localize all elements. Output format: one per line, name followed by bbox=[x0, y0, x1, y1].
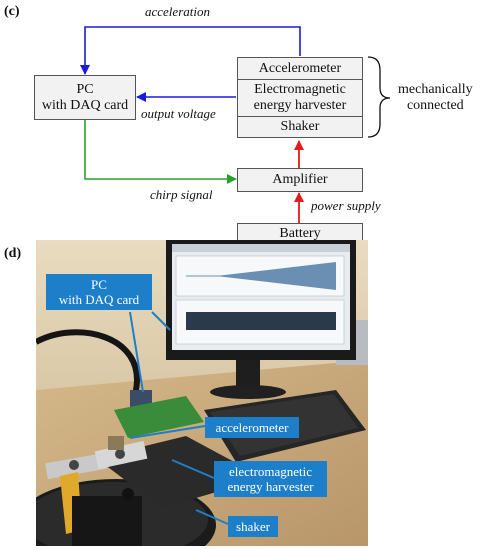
acceleration-label: acceleration bbox=[145, 4, 210, 19]
output-voltage-label: output voltage bbox=[141, 106, 216, 121]
harvester-box-line1: Electromagnetic bbox=[254, 82, 346, 97]
callout-pc-daq: PC with DAQ card bbox=[46, 274, 152, 310]
pc-daq-box: PC with DAQ card bbox=[34, 75, 136, 120]
pc-box-line2: with DAQ card bbox=[41, 97, 129, 113]
accelerometer-box-label: Accelerometer bbox=[258, 60, 342, 76]
panel-d-label: (d) bbox=[4, 246, 22, 261]
callout-harvester: electromagnetic energy harvester bbox=[214, 461, 327, 497]
mech-line1: mechanically bbox=[398, 82, 473, 97]
mechanically-connected-note: mechanically connected bbox=[398, 82, 473, 114]
chirp-signal-label: chirp signal bbox=[150, 187, 213, 202]
battery-box-label: Battery bbox=[279, 226, 321, 241]
mech-line2: connected bbox=[406, 98, 464, 113]
callout-pc-line1: PC bbox=[91, 277, 107, 292]
panel-c-label: (c) bbox=[4, 4, 20, 19]
harvester-box-line2: energy harvester bbox=[253, 98, 347, 113]
harvester-box: Electromagnetic energy harvester bbox=[237, 79, 363, 117]
pc-box-line1: PC bbox=[76, 81, 94, 97]
amplifier-box-label: Amplifier bbox=[272, 172, 328, 187]
callout-pc-line2: with DAQ card bbox=[58, 292, 140, 307]
accelerometer-icon bbox=[108, 436, 124, 450]
power-supply-label: power supply bbox=[311, 198, 381, 213]
callout-accelerometer: accelerometer bbox=[205, 417, 299, 438]
callout-shaker: shaker bbox=[228, 516, 278, 537]
shaker-box-label: Shaker bbox=[280, 119, 320, 134]
accelerometer-box: Accelerometer bbox=[237, 57, 363, 80]
callout-harvester-line2: energy harvester bbox=[227, 479, 314, 494]
callout-harvester-line1: electromagnetic bbox=[228, 464, 312, 479]
shaker-box: Shaker bbox=[237, 116, 363, 138]
chirp-signal-arrow bbox=[84, 120, 237, 184]
amplifier-box: Amplifier bbox=[237, 168, 363, 192]
acceleration-arrow bbox=[80, 26, 301, 75]
block-diagram-arrows bbox=[80, 26, 391, 223]
mechanically-connected-brace bbox=[367, 56, 391, 138]
